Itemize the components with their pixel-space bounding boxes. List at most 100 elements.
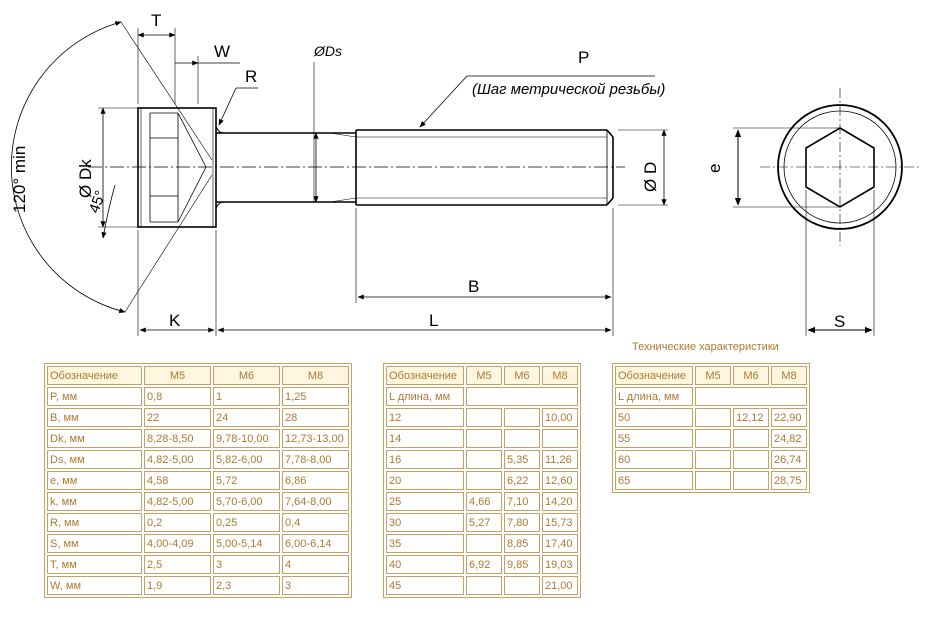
label-P: P [578, 48, 589, 67]
table-cell: 6,92 [466, 555, 502, 574]
table-cell: 12,12 [733, 408, 769, 427]
table-subheader-row: L длина, мм [615, 387, 807, 406]
table-subheader-row: L длина, мм [386, 387, 578, 406]
table-cell: B, мм [47, 408, 142, 427]
table-row: 14 [386, 429, 578, 448]
table-cell: 8,85 [504, 534, 540, 553]
table-cell [733, 471, 769, 490]
table-cell: 5,82-6,00 [213, 450, 280, 469]
label-T: T [151, 11, 161, 30]
table-cell: 0,25 [213, 513, 280, 532]
table-cell: 12 [386, 408, 464, 427]
table-cell: Ds, мм [47, 450, 142, 469]
table-cell [466, 576, 502, 595]
table-cell: 15,73 [542, 513, 578, 532]
header-cell: M5 [466, 366, 502, 385]
label-L: L [429, 311, 438, 330]
table-cell: 60 [615, 450, 693, 469]
table-cell: 7,10 [504, 492, 540, 511]
table-cell: 28,75 [771, 471, 807, 490]
label-R: R [245, 67, 257, 86]
table-cell: 9,78-10,00 [213, 429, 280, 448]
label-angle-120: 120° min [10, 146, 29, 213]
subheader-span [466, 387, 578, 406]
table-cell [542, 429, 578, 448]
table-cell [466, 450, 502, 469]
table-cell: 4,00-4,09 [144, 534, 211, 553]
table-cell: 24 [213, 408, 280, 427]
table-cell: 5,70-6,00 [213, 492, 280, 511]
hex-socket [149, 112, 207, 223]
label-K: K [169, 311, 181, 330]
table-cell: 5,35 [504, 450, 540, 469]
table-cell: 4,82-5,00 [144, 492, 211, 511]
screw-head [137, 107, 217, 228]
table-cell: 26,74 [771, 450, 807, 469]
table-cell: 12,73-13,00 [282, 429, 349, 448]
table-cell [504, 408, 540, 427]
label-e: e [705, 164, 724, 173]
table-cell: 4,58 [144, 471, 211, 490]
table-cell [466, 471, 502, 490]
label-thread-note: (Шаг метрической резьбы) [472, 81, 665, 98]
table-cell: 11,26 [542, 450, 578, 469]
table-cell: 7,78-8,00 [282, 450, 349, 469]
table-cell: 3 [213, 555, 280, 574]
table-cell: 22 [144, 408, 211, 427]
side-view [88, 107, 625, 228]
table-cell [466, 534, 502, 553]
header-cell: M8 [282, 366, 349, 385]
table-cell: 12,60 [542, 471, 578, 490]
table-cell: 5,00-5,14 [213, 534, 280, 553]
table-cell: 45 [386, 576, 464, 595]
table-cell: 25 [386, 492, 464, 511]
label-W: W [214, 42, 230, 61]
table-cell: e, мм [47, 471, 142, 490]
subheader-span [695, 387, 807, 406]
table-cell [504, 576, 540, 595]
header-cell: M6 [213, 366, 280, 385]
header-cell: Обозначение [47, 366, 142, 385]
header-cell: M5 [144, 366, 211, 385]
table-cell: 4,66 [466, 492, 502, 511]
table-cell [504, 429, 540, 448]
table-cell: 22,90 [771, 408, 807, 427]
table-cell: 14 [386, 429, 464, 448]
table-row: 60 26,74 [615, 450, 807, 469]
table-cell: R, мм [47, 513, 142, 532]
table-cell: 5,72 [213, 471, 280, 490]
table-cell: 21,00 [542, 576, 578, 595]
table-cell: 35 [386, 534, 464, 553]
label-B: B [468, 277, 479, 296]
table-cell: k, мм [47, 492, 142, 511]
table-cell: 7,64-8,00 [282, 492, 349, 511]
shank [215, 125, 356, 210]
header-cell: M5 [695, 366, 731, 385]
table-cell: 2,5 [144, 555, 211, 574]
label-Dk: Ø Dk [76, 159, 95, 198]
screw-drawing: T W R ØDs P (Шаг метрической резьбы) 120… [10, 11, 920, 336]
subheader-cell: L длина, мм [386, 387, 464, 406]
table-cell [733, 450, 769, 469]
thread [329, 129, 614, 206]
header-cell: Обозначение [615, 366, 693, 385]
table-cell: 0,2 [144, 513, 211, 532]
